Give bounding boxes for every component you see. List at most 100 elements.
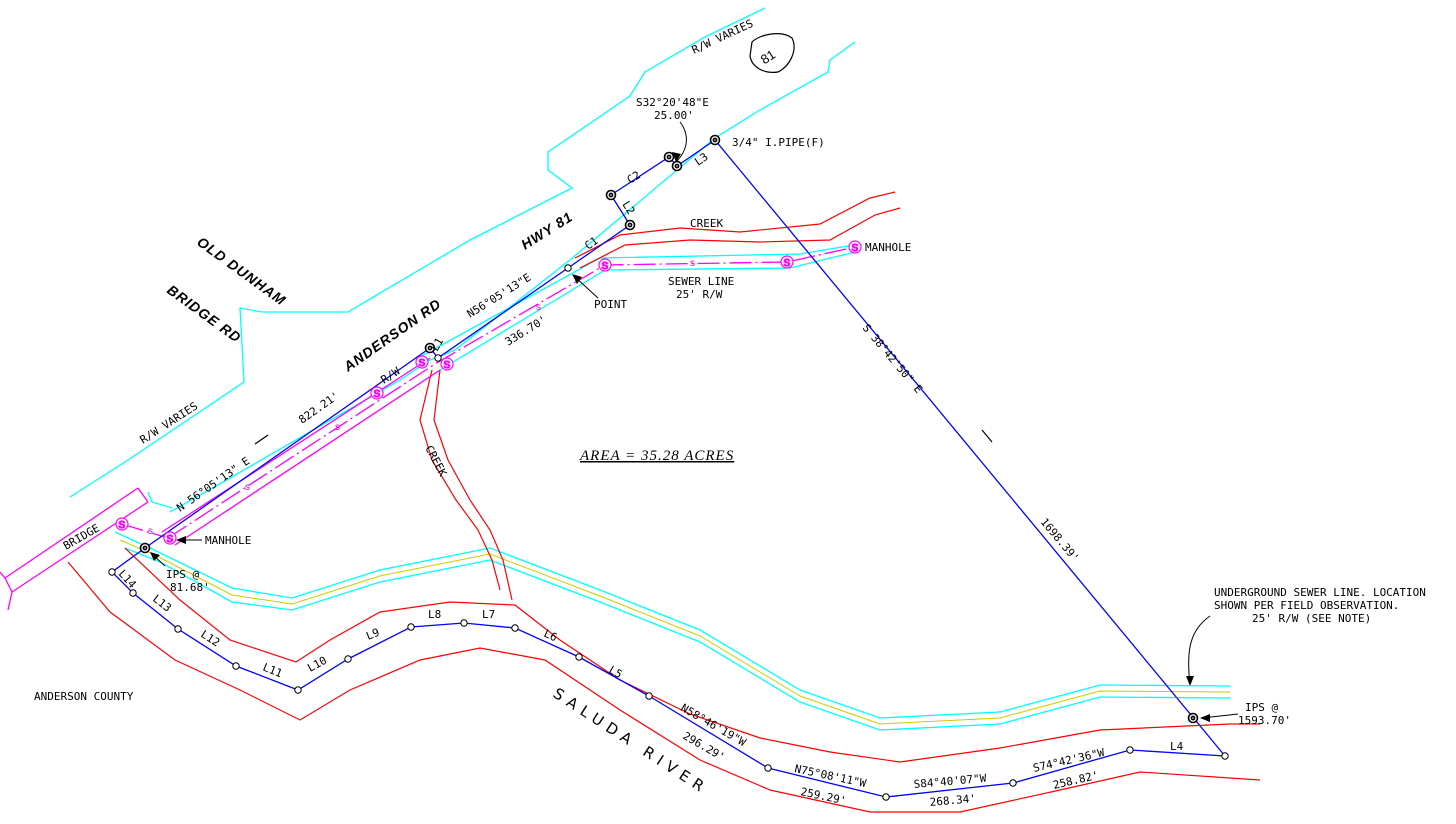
iron-pin-marker [424, 342, 436, 354]
creek-top-label: CREEK [690, 217, 723, 230]
corner-point [129, 589, 137, 597]
sewer-line-west [121, 523, 169, 539]
svg-text:81: 81 [758, 47, 778, 67]
manholes: S S S S S S S S [115, 240, 862, 546]
iron-pins [139, 134, 1199, 724]
tick-mark [254, 434, 269, 445]
boundary-line-l1-and-c1 [429, 224, 631, 359]
corner-point [108, 568, 116, 576]
old-dunham-row-line [69, 307, 263, 498]
creek-and-river-banks [67, 191, 1261, 813]
iron-pin-marker [605, 189, 617, 201]
area-label: AREA = 35.28 ACRES [579, 448, 734, 464]
manhole-icon: S [415, 355, 429, 370]
line-label-l6: L6 [542, 627, 560, 644]
iron-pin-marker [671, 160, 683, 172]
rw-label: R/W [379, 365, 403, 387]
svg-text:S: S [119, 520, 126, 531]
manhole-icon: S [163, 531, 177, 546]
county-label: ANDERSON COUNTY [34, 690, 134, 703]
svg-text:S: S [444, 360, 451, 371]
corner-point [460, 619, 468, 627]
boundary-line-l3 [676, 139, 716, 167]
n56-long-distance: 822.21' [296, 389, 341, 426]
line-label-l1: L1 [428, 336, 446, 354]
arrowhead [150, 552, 160, 561]
sewer-note-line-1: UNDERGROUND SEWER LINE. LOCATION [1214, 586, 1426, 599]
manhole-left-label: MANHOLE [205, 534, 251, 547]
line-label-l3: L3 [692, 150, 710, 168]
sewer-line-hwy-south [174, 369, 441, 546]
corner-point [564, 264, 572, 272]
sewer-rw-label: 25' R/W [676, 288, 723, 301]
line-label-l14: L14 [116, 567, 139, 591]
bridge-rd-row-line [147, 491, 173, 509]
s32-distance-label: 25.00' [654, 109, 694, 122]
ips-right-line-1: IPS @ [1245, 701, 1278, 714]
s84-distance-label: 268.34' [929, 792, 976, 809]
sewer-line-hwy-north [161, 357, 431, 533]
corner-point [1009, 779, 1017, 787]
corner-point [1126, 746, 1134, 754]
arrowhead [572, 274, 582, 284]
corner-point [511, 624, 519, 632]
route-81-shield-icon: 81 [749, 33, 795, 73]
corner-point [882, 793, 890, 801]
manhole-icon: S [440, 357, 454, 372]
s38-bearing-label: S 38°42'50" E [860, 322, 925, 396]
old-dunham-label: OLD DUNHAM [194, 233, 289, 308]
tick-mark [981, 429, 993, 443]
manhole-icon: S [370, 386, 384, 401]
point-label: POINT [594, 298, 627, 311]
bridge-outline [0, 487, 149, 611]
line-label-l9: L9 [364, 626, 381, 643]
sewer-note-line-3: 25' R/W (SEE NOTE) [1252, 612, 1371, 625]
corner-point [575, 653, 583, 661]
rw-varies-left-label: R/W VARIES [138, 400, 201, 447]
svg-text:S: S [167, 534, 174, 545]
ips-left-line-1: IPS @ [166, 568, 199, 581]
middle-creek-east-bank [433, 369, 513, 601]
iron-pipe-label: 3/4" I.PIPE(F) [732, 136, 825, 149]
corner-point [764, 764, 772, 772]
svg-text:S: S [784, 258, 791, 269]
s32-bearing-label: S32°20'48"E [636, 96, 709, 109]
manhole-icon: S [848, 240, 862, 255]
n56-long-bearing: N 56°05'13" E [174, 454, 252, 514]
iron-pin-marker [663, 151, 675, 163]
line-label-l13: L13 [150, 592, 174, 614]
corner-point [407, 623, 415, 631]
rw-varies-top-label: R/W VARIES [690, 17, 756, 57]
line-label-l8: L8 [428, 608, 441, 621]
manhole-icon: S [115, 517, 129, 532]
line-label-l4: L4 [1170, 740, 1184, 753]
svg-text:S: S [602, 261, 609, 272]
saluda-river-south-bank [67, 561, 1261, 813]
manhole-icon: S [598, 258, 612, 273]
svg-text:S: S [374, 389, 381, 400]
boundary-line-l2 [610, 194, 631, 226]
hwy-81-label: HWY 81 [518, 208, 576, 252]
n75-distance-label: 259.29' [799, 785, 847, 807]
sewer-mark: s [245, 482, 250, 493]
property-boundary [111, 139, 1226, 798]
sewer-line-label: SEWER LINE [668, 275, 734, 288]
creek-mid-label: CREEK [422, 443, 449, 479]
arrowhead [176, 536, 186, 544]
hwy-81-south-row-line [169, 41, 856, 513]
saluda-river-north-bank [124, 547, 1260, 763]
iron-pin-marker [1187, 712, 1199, 724]
arrowhead [672, 152, 681, 162]
corner-point [232, 662, 240, 670]
line-label-l2: L2 [619, 199, 637, 217]
corner-point [344, 655, 352, 663]
iron-pin-marker [709, 134, 721, 146]
iron-pin-marker [139, 542, 151, 554]
s32-leader [675, 121, 687, 163]
boundary-line-c2 [610, 156, 678, 196]
arrowhead [1200, 714, 1210, 722]
corner-point [294, 686, 302, 694]
line-label-l5: L5 [607, 663, 625, 681]
iron-pin-marker [624, 219, 636, 231]
